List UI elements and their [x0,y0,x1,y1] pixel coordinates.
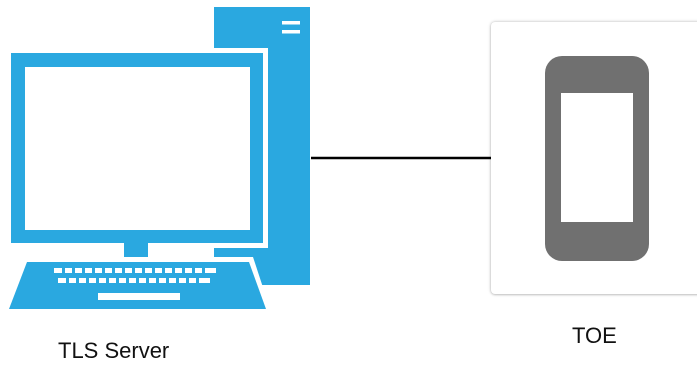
keyboard [9,262,266,309]
tower-slot-1 [282,21,300,25]
monitor-stand [124,243,148,259]
monitor-screen [25,67,250,230]
toe-label: TOE [572,323,617,348]
tower-slot-2 [282,30,300,34]
keyboard-key-separators [62,268,205,283]
phone-screen [561,93,633,222]
desktop-computer-icon [4,7,310,315]
smartphone-icon [545,56,649,261]
tls-server-label: TLS Server [58,338,170,363]
